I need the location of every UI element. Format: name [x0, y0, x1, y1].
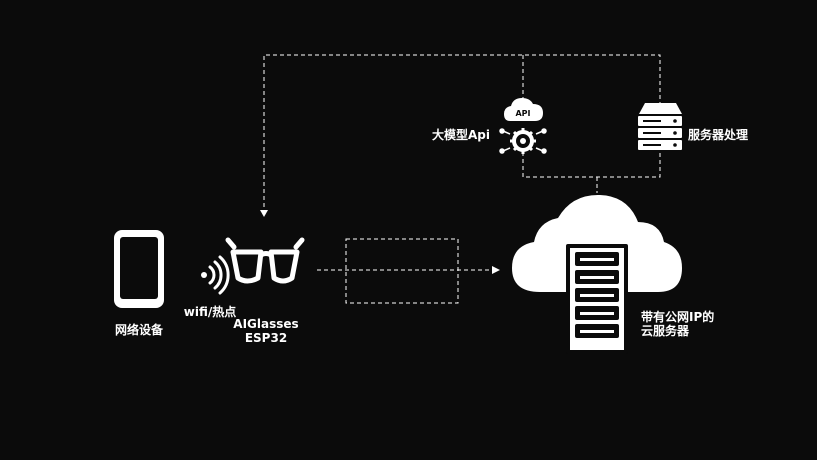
wifi-label: wifi/热点 — [183, 305, 237, 319]
api-badge-text: API — [515, 109, 530, 118]
glasses-icon — [225, 237, 305, 284]
smartphone-icon — [114, 230, 164, 308]
server-rack-icon — [638, 103, 682, 150]
cloud-server-label-line2: 云服务器 — [641, 324, 690, 338]
wifi-signal-icon — [201, 255, 230, 295]
phone-label: 网络设备 — [114, 323, 164, 337]
cloud-api-gear-icon: API — [499, 98, 547, 154]
glasses-label-line1: AIGlasses — [233, 317, 299, 331]
connector-glasses-to-top — [263, 54, 661, 214]
connector-api-down — [522, 152, 661, 178]
server-processing-label: 服务器处理 — [688, 128, 749, 142]
glasses-label-line2: ESP32 — [244, 331, 288, 345]
cloud-server-icon — [512, 194, 682, 354]
dashed-channel-box — [345, 238, 459, 304]
connectors — [263, 54, 661, 304]
api-label: 大模型Api — [432, 128, 490, 142]
cloud-server-label-line1: 带有公网IP的 — [641, 310, 715, 324]
arrow-down-to-glasses — [260, 210, 268, 217]
